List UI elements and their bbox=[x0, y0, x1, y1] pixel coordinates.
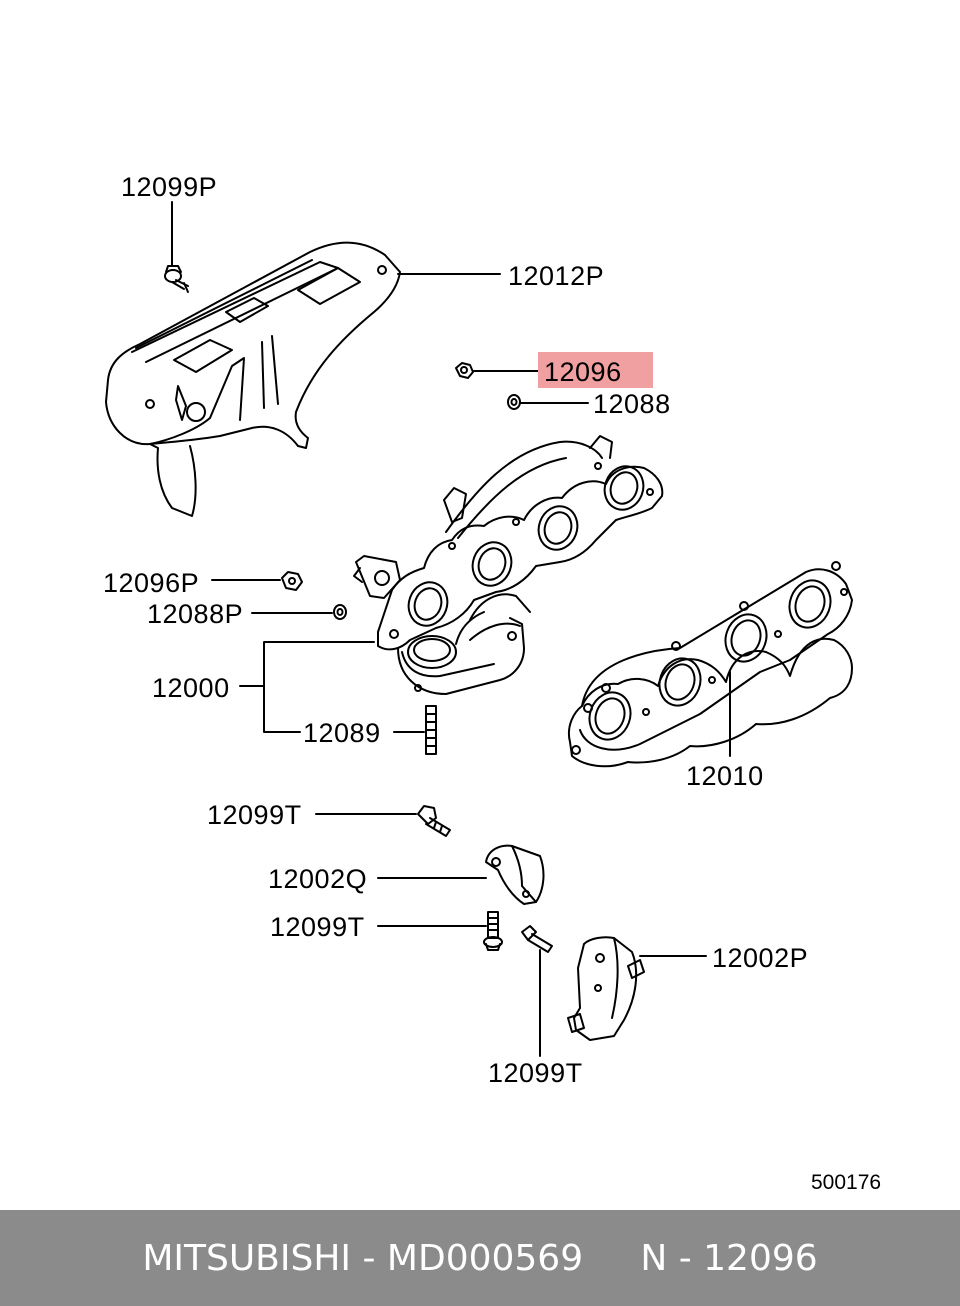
washer-12088-part bbox=[507, 394, 521, 410]
washer-12088P-part bbox=[333, 604, 347, 620]
highlight-box bbox=[538, 352, 653, 388]
callout-12088: 12088 bbox=[593, 389, 671, 419]
callout-12088P: 12088P bbox=[147, 599, 244, 629]
exhaust-manifold-part bbox=[353, 435, 664, 695]
callout-12099T-c: 12099T bbox=[488, 1058, 583, 1088]
nut-12096P-part bbox=[281, 571, 303, 591]
bracket-12002Q-part bbox=[485, 844, 545, 905]
bracket-12002P-part bbox=[567, 936, 645, 1041]
footer-part-text: MITSUBISHI - MD000569 N - 12096 bbox=[142, 1237, 818, 1279]
gasket-12010-part bbox=[568, 561, 853, 768]
leader-12000 bbox=[239, 641, 375, 733]
callout-12099T-b: 12099T bbox=[270, 912, 365, 942]
nut-12096-part bbox=[455, 362, 474, 379]
parts-diagram: 12099P 12012P 12096 12088 12096P 12088P … bbox=[103, 172, 882, 1194]
callout-12096: 12096 bbox=[544, 357, 622, 387]
callout-12096P: 12096P bbox=[103, 568, 200, 598]
stud-12089-part bbox=[425, 705, 437, 755]
callout-12099T-a: 12099T bbox=[207, 800, 302, 830]
callout-12099P: 12099P bbox=[121, 172, 218, 202]
callout-12002Q: 12002Q bbox=[268, 864, 368, 894]
bolt-12099T-middle-part bbox=[483, 911, 503, 951]
callout-12010: 12010 bbox=[686, 761, 764, 791]
callout-12002P: 12002P bbox=[712, 943, 809, 973]
exploded-view-drawing bbox=[105, 201, 853, 1057]
footer-bar: MITSUBISHI - MD000569 N - 12096 bbox=[0, 1210, 960, 1306]
callout-12089: 12089 bbox=[303, 718, 381, 748]
document-number: 500176 bbox=[811, 1171, 882, 1194]
callout-12012P: 12012P bbox=[508, 261, 605, 291]
bolt-12099T-lower-part bbox=[521, 925, 553, 953]
callout-12000: 12000 bbox=[152, 673, 230, 703]
heat-shield-part bbox=[105, 241, 401, 517]
bolt-12099T-upper-part bbox=[417, 805, 451, 837]
bolt-12099P-part bbox=[164, 265, 189, 293]
